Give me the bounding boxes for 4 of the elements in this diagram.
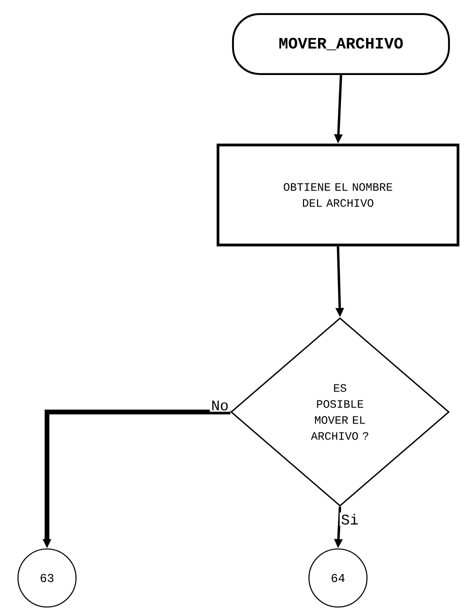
terminal-box: MOVER_ARCHIVO <box>232 13 450 75</box>
edge-label: No <box>210 399 230 412</box>
edge-label: Si <box>340 512 360 526</box>
process-box: OBTIENE EL NOMBRE DEL ARCHIVO <box>216 144 460 246</box>
